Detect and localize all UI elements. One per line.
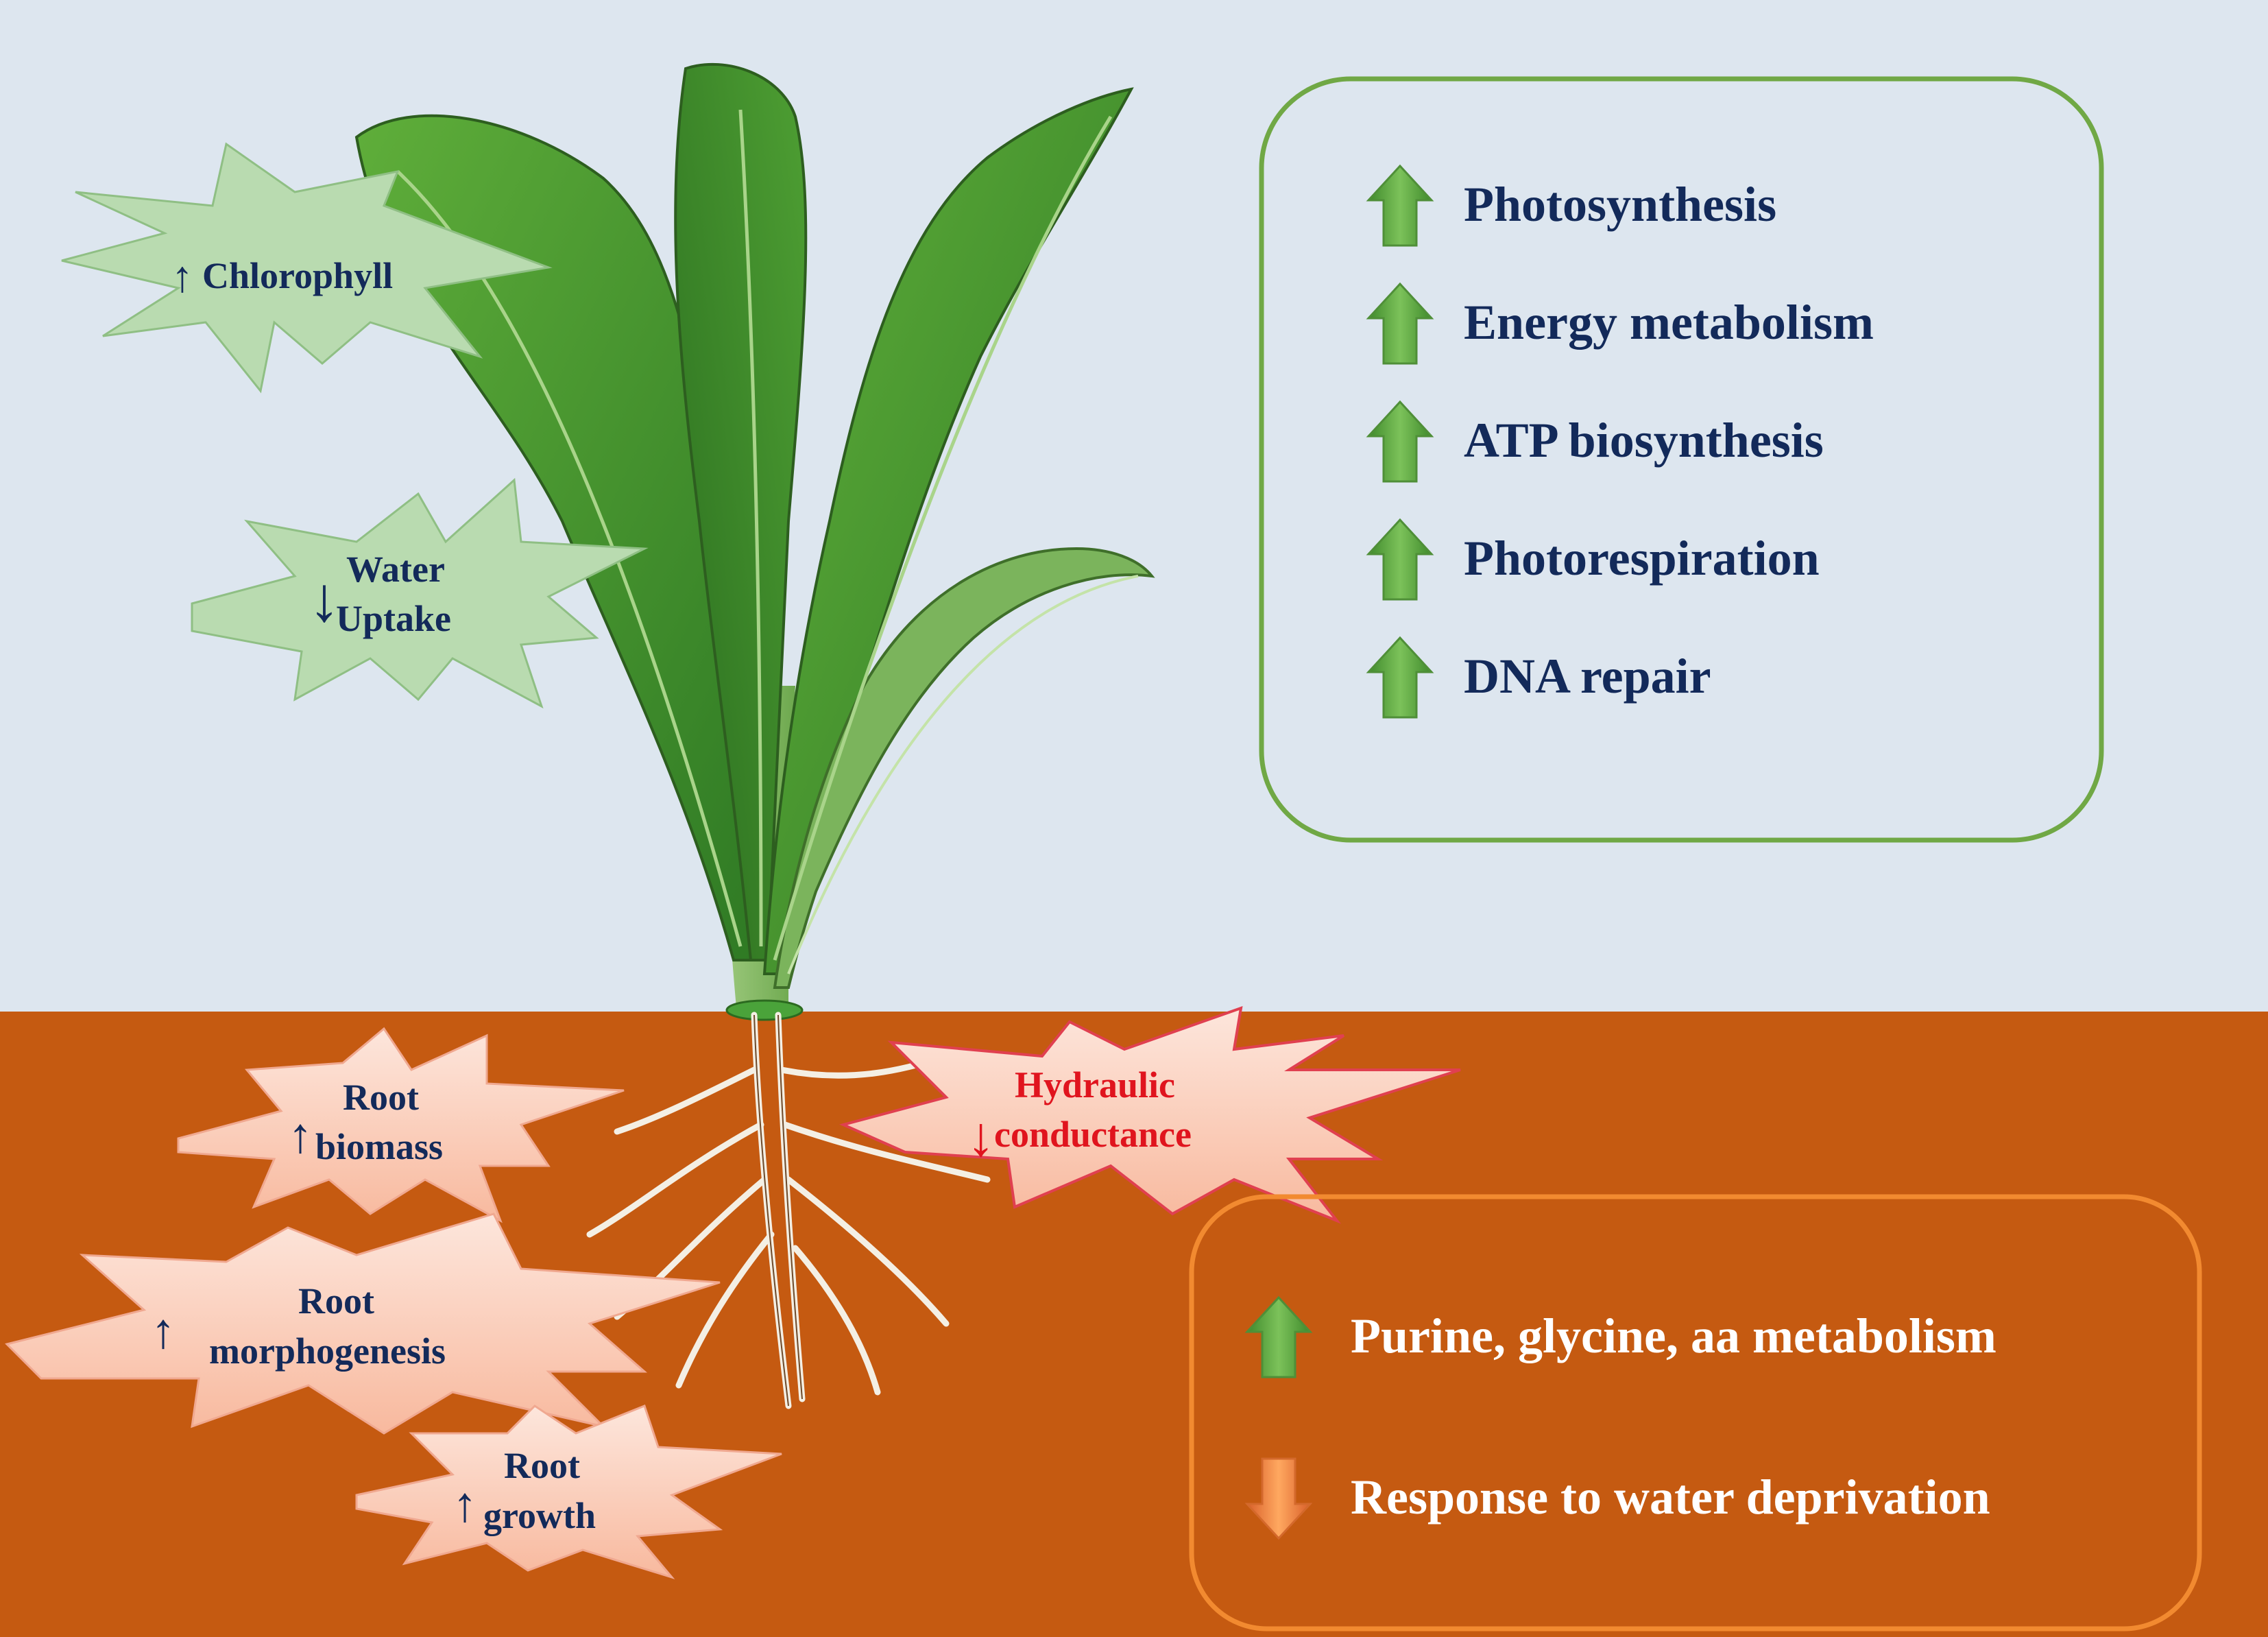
up-arrow-icon: ↑ xyxy=(151,1304,176,1359)
root-morphogenesis-label-line2: morphogenesis xyxy=(209,1330,446,1372)
leaf-process-row: Photorespiration xyxy=(1367,518,1820,601)
leaf-process-row: Photosynthesis xyxy=(1367,165,1776,247)
water-uptake-label-line1: Water xyxy=(346,549,445,590)
up-arrow-icon: ↑ xyxy=(171,252,193,301)
leaf-process-label: Energy metabolism xyxy=(1464,295,1874,350)
down-arrow-icon: ↓ xyxy=(309,564,340,634)
burst-shape xyxy=(191,477,649,709)
hydraulic-conductance-label-line1: Hydraulic xyxy=(1015,1064,1175,1106)
root-growth-label-line1: Root xyxy=(504,1445,580,1486)
burst-shape xyxy=(839,1005,1461,1224)
burst-shape xyxy=(177,1027,625,1223)
up-arrow-icon: ↑ xyxy=(453,1477,477,1532)
green-box-border xyxy=(1259,76,2104,843)
root-growth-label-line2: growth xyxy=(483,1495,596,1536)
burst-shape xyxy=(61,142,553,394)
hydraulic-conductance-label-line2: conductance xyxy=(994,1114,1192,1155)
leaf-process-label: ATP biosynthesis xyxy=(1464,413,1824,468)
water-uptake-burst: ↓ Water Uptake xyxy=(191,477,649,709)
root-biomass-label-line2: biomass xyxy=(315,1126,443,1167)
chlorophyll-label: Chlorophyll xyxy=(202,255,393,296)
root-morphogenesis-burst: ↑ Root morphogenesis xyxy=(5,1212,721,1435)
root-morphogenesis-label-line1: Root xyxy=(298,1280,374,1322)
root-growth-burst: ↑ Root growth xyxy=(355,1405,782,1579)
leaf-process-label: DNA repair xyxy=(1464,649,1711,704)
leaf-process-label: Photorespiration xyxy=(1464,531,1820,586)
orange-box-border xyxy=(1189,1194,2202,1632)
down-arrow-icon: ↓ xyxy=(967,1106,995,1168)
water-uptake-label-line2: Uptake xyxy=(336,598,451,639)
root-process-row: Purine, glycine, aa metabolism xyxy=(1246,1296,1996,1378)
root-process-label: Purine, glycine, aa metabolism xyxy=(1351,1309,1996,1363)
up-arrow-icon: ↑ xyxy=(288,1108,313,1163)
root-biomass-burst: ↑ Root biomass xyxy=(177,1027,625,1223)
leaf-process-label: Photosynthesis xyxy=(1464,177,1776,232)
hydraulic-conductance-burst: ↓ Hydraulic conductance xyxy=(839,1005,1461,1224)
root-process-label: Response to water deprivation xyxy=(1351,1470,1990,1525)
leaf-process-row: Energy metabolism xyxy=(1367,283,1874,365)
burst-shape xyxy=(5,1212,721,1435)
root-process-row: Response to water deprivation xyxy=(1246,1457,1990,1540)
root-biomass-label-line1: Root xyxy=(343,1077,419,1118)
chlorophyll-burst: ↑ Chlorophyll xyxy=(61,142,553,394)
leaf-process-row: ATP biosynthesis xyxy=(1367,401,1824,483)
sky-background xyxy=(0,0,2268,1012)
burst-shape xyxy=(355,1405,782,1579)
leaf-process-row: DNA repair xyxy=(1367,636,1711,719)
